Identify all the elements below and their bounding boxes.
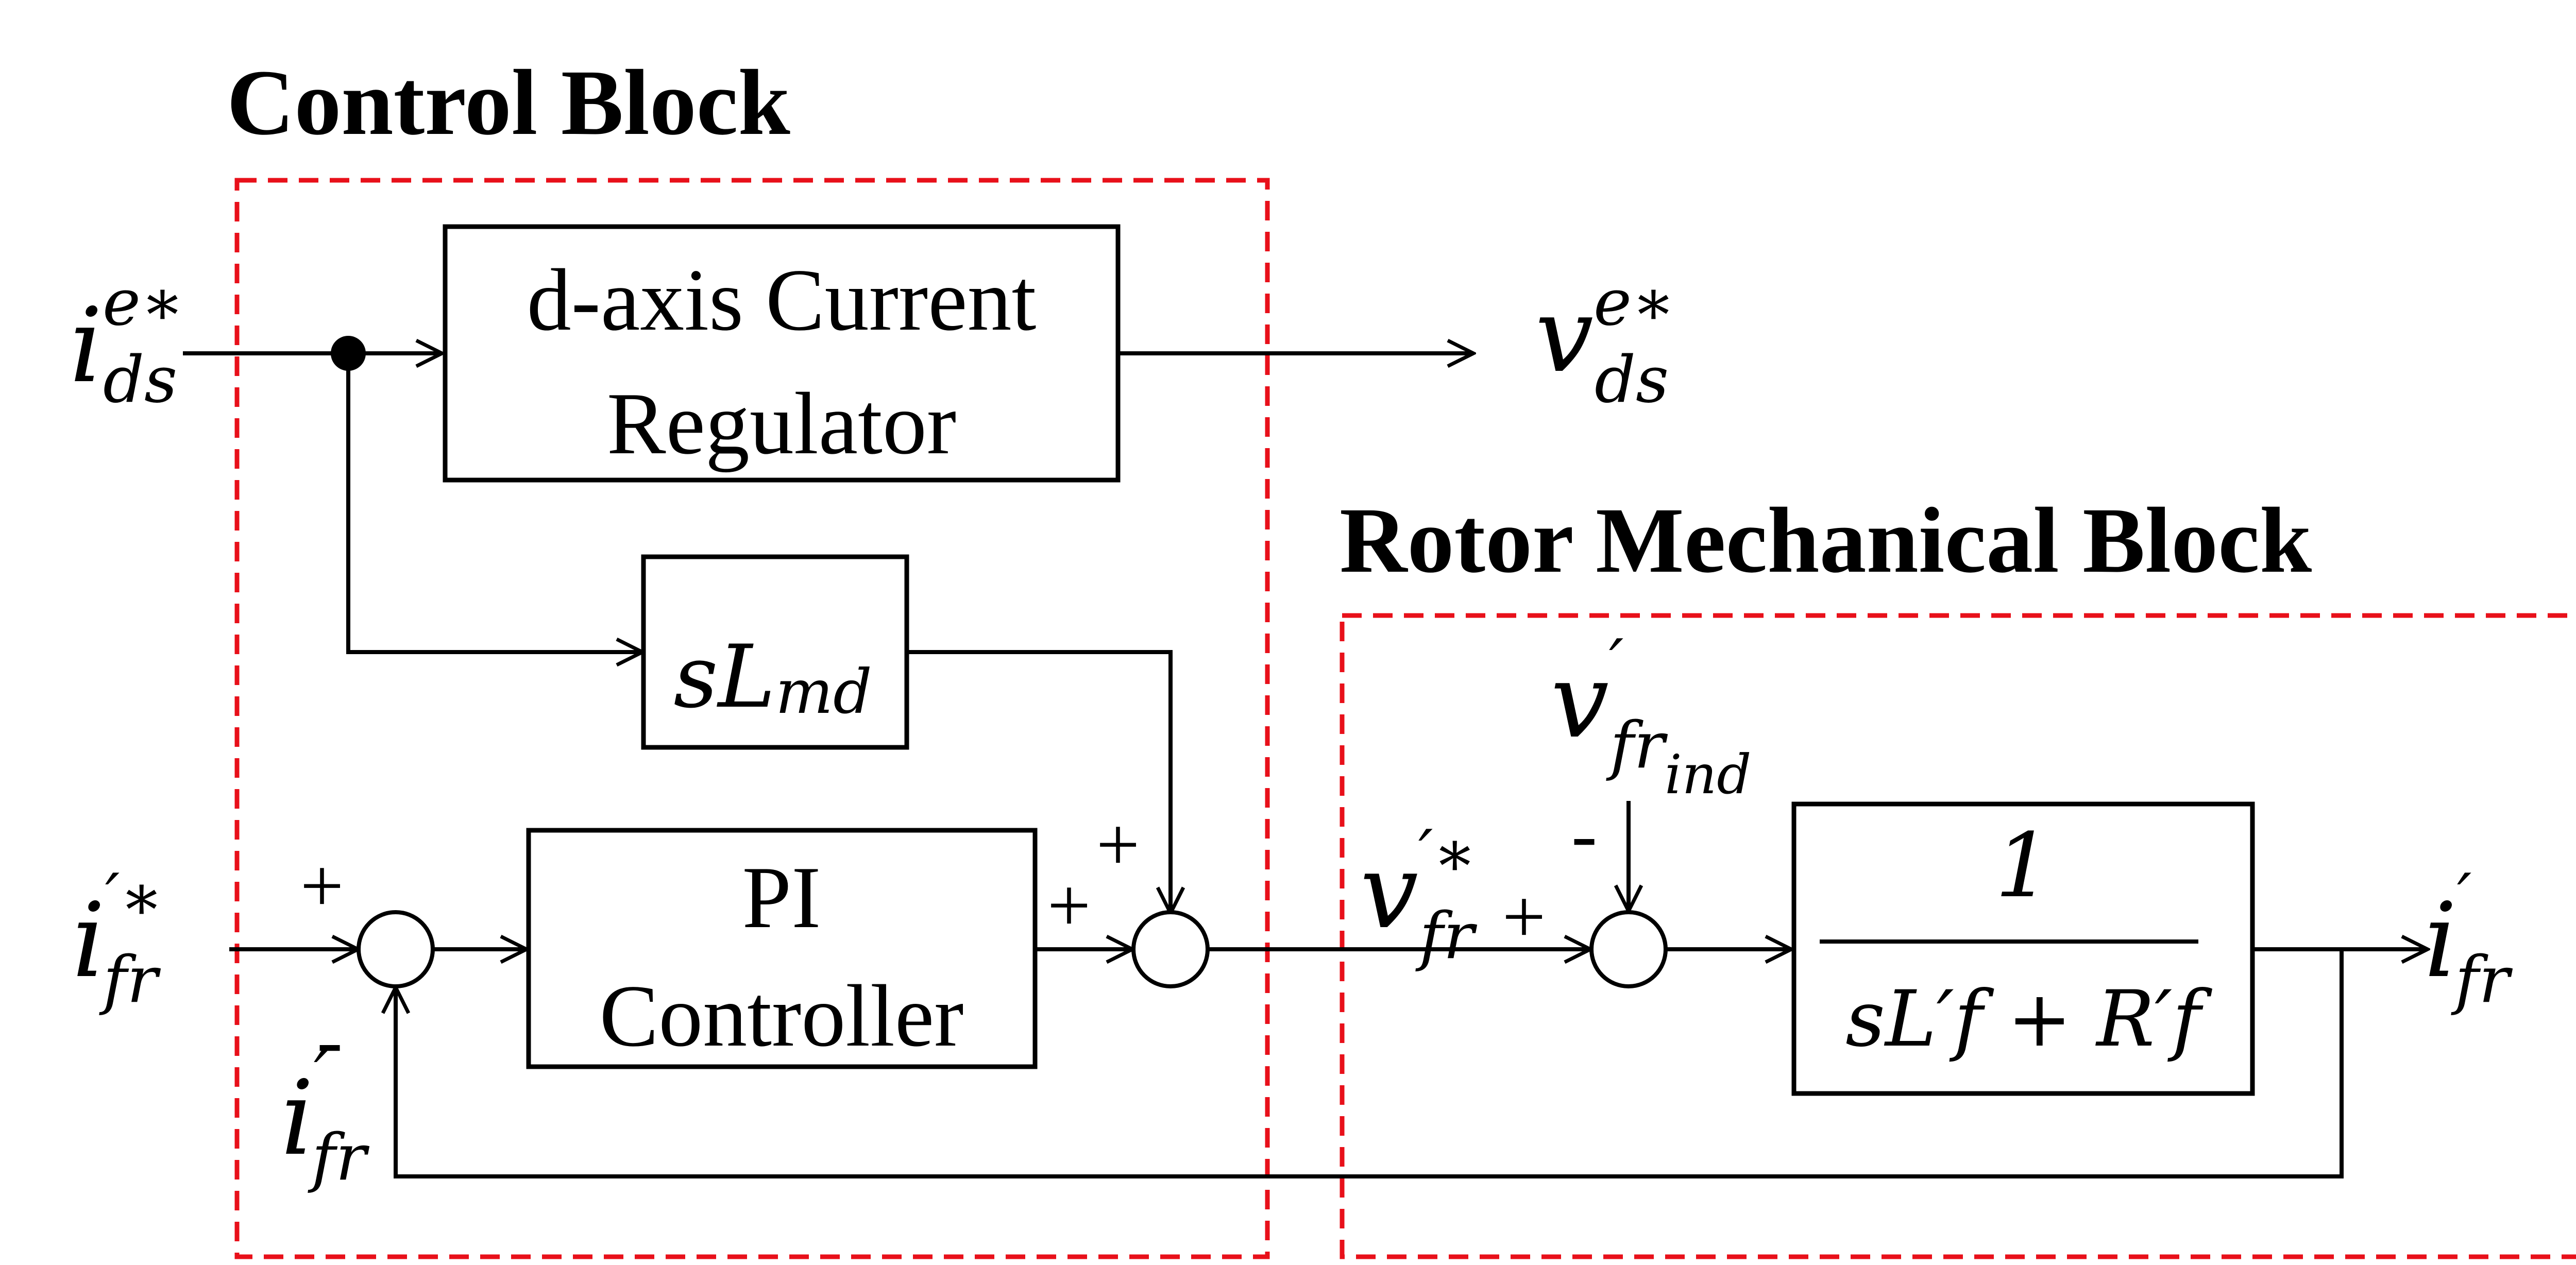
- pi-controller-line2: Controller: [600, 967, 964, 1065]
- pi-controller-line1: PI: [742, 849, 821, 947]
- vfr-ind-label: v′frind: [1551, 626, 1751, 806]
- sum3-minus-sign: -: [1571, 792, 1597, 877]
- control-block-title: Control Block: [227, 51, 790, 155]
- pi-controller-block: [526, 828, 1038, 1069]
- sum-junction-1: [357, 910, 435, 988]
- ifr-ref-label: i′∗fr: [72, 860, 163, 1017]
- ids-ref-label: ie∗ds: [70, 265, 184, 417]
- sum1-minus-sign: -: [317, 998, 343, 1083]
- ifr-feedback-label: i′fr: [281, 1038, 369, 1195]
- current-regulator-line1: d-axis Current: [527, 251, 1037, 349]
- wire-feedback-loop: [396, 949, 2344, 1178]
- sum3-plus-sign: +: [1502, 874, 1546, 960]
- ifr-output-label: i′fr: [2424, 860, 2513, 1017]
- sum1-plus-sign: +: [300, 843, 344, 929]
- transfer-function-denominator: sL′f + R′f: [1845, 975, 2212, 1064]
- sum2-plus-left-sign: +: [1047, 863, 1091, 948]
- current-regulator-block: [443, 224, 1121, 483]
- wire-slmd-to-sum2: [907, 650, 1171, 913]
- transfer-function-numerator: 1: [1995, 814, 2051, 917]
- sum2-plus-top-sign: +: [1096, 802, 1140, 887]
- current-regulator-line2: Regulator: [607, 375, 956, 473]
- wire-branch-to-slmd: [346, 353, 642, 652]
- slmd-label: sLmd: [673, 626, 872, 727]
- sum-junction-2: [1131, 910, 1210, 988]
- sum-junction-3: [1589, 910, 1668, 988]
- branch-junction-dot: [331, 336, 366, 371]
- vfr-ref-label: v′∗fr: [1360, 816, 1477, 973]
- rotor-block-frame: [1340, 613, 2576, 1259]
- slmd-block: [641, 554, 909, 750]
- transfer-function-block: [1791, 801, 2255, 1096]
- rotor-block-title: Rotor Mechanical Block: [1340, 489, 2312, 592]
- vds-ref-label: ve∗ds: [1535, 265, 1675, 417]
- signal-wires: [183, 353, 2428, 1178]
